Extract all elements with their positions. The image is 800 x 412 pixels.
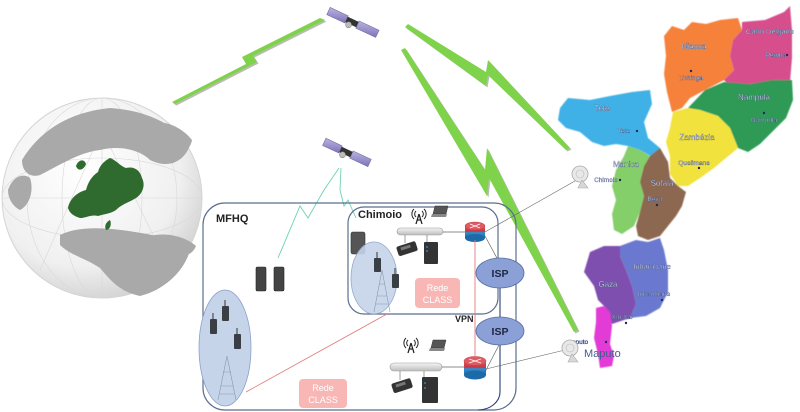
capital-markers <box>604 53 789 344</box>
label-quelimane: Quelimane <box>678 160 710 167</box>
globe-europe <box>1 97 203 299</box>
walkie-talkies-mfhq-icon <box>210 300 241 349</box>
isp-lower-label: ISP <box>492 326 509 338</box>
radio-tower-mfhq-icon <box>403 337 419 354</box>
rede-class-mfhq-line2: CLASS <box>308 395 338 405</box>
router-chimoio-icon <box>464 221 486 242</box>
rede-class-chimoio-line1: Rede <box>427 283 449 293</box>
province-sofala <box>636 148 686 240</box>
province-niassa <box>664 18 742 112</box>
laptop-icon <box>431 205 449 217</box>
isp-lower: ISP <box>475 316 525 346</box>
isp-upper-label: ISP <box>492 268 509 280</box>
radio-link <box>245 313 388 393</box>
wireless-link-chimoio <box>339 167 357 219</box>
mfhq-label: MFHQ <box>216 213 249 225</box>
rede-class-chimoio: Rede CLASS <box>415 278 460 308</box>
label-sofala: Sofala <box>651 179 674 188</box>
laptop-mfhq-icon <box>429 339 447 351</box>
label-zambezia: Zambézia <box>679 133 715 142</box>
router-mfhq-icon <box>463 356 487 380</box>
province-maputo <box>594 306 614 368</box>
label-gaza: Gaza <box>598 280 618 289</box>
label-manica: Manica <box>613 160 639 169</box>
label-xai-xai: Xai-Xai <box>612 314 633 321</box>
province-inhambane <box>620 238 668 318</box>
radio-cluster-chimoio <box>350 241 398 315</box>
province-gaza <box>584 246 636 324</box>
label-inhambane-province: Inhambane <box>633 262 671 271</box>
rede-class-mfhq: Rede CLASS <box>299 379 347 408</box>
wireless-link-mfhq <box>277 167 340 259</box>
province-cabo-delgado <box>724 6 792 86</box>
label-nampula-city: Nampula <box>751 117 777 124</box>
dish-chimoio-icon <box>571 165 589 189</box>
label-beira: Beira <box>647 196 663 203</box>
network-bus-mfhq <box>389 362 443 372</box>
link-maputo-dish <box>485 349 566 370</box>
label-maputo-capital: aputo <box>572 339 589 346</box>
province-zambezia <box>666 108 738 186</box>
isp-upper: ISP <box>475 257 525 289</box>
link-chimoio-dish <box>484 176 583 233</box>
cell-tower-icon <box>373 269 391 313</box>
label-lichinga: Lichinga <box>679 75 704 82</box>
dish-maputo-icon <box>561 339 579 363</box>
label-cabo-delgado: Cabo Delgado <box>746 27 794 36</box>
satellite-top-icon <box>326 7 380 38</box>
server-icon <box>424 242 438 264</box>
label-tete-city: Tete <box>618 128 631 135</box>
mfhq-container <box>202 202 517 411</box>
province-tete <box>558 90 660 158</box>
cell-tower-mfhq-icon <box>217 355 237 401</box>
rede-class-chimoio-line2: CLASS <box>423 295 453 305</box>
network-bus <box>396 227 444 236</box>
label-nampula-province: Nampula <box>738 93 771 102</box>
lightning-bolt-satellite-maputo <box>401 48 580 334</box>
radio-tower-icon <box>411 208 427 225</box>
desk-phone-mfhq-icon <box>391 378 413 393</box>
walkie-talkie-icon <box>374 252 399 288</box>
label-maputo: Maputo <box>584 348 621 360</box>
rede-class-mfhq-line1: Rede <box>312 383 334 393</box>
label-tete-province: Tete <box>594 104 610 113</box>
satellite-middle-icon <box>322 137 372 167</box>
label-chimoio: Chimoio <box>594 177 618 184</box>
province-manica <box>612 146 650 234</box>
label-niassa: Niassa <box>682 42 707 51</box>
server-mfhq-icon <box>422 377 438 403</box>
label-pemba: Pemba <box>766 52 787 59</box>
province-nampula <box>688 80 793 152</box>
lightning-bolt-satellite-chimoio <box>405 24 572 152</box>
vpn-label: VPN <box>455 314 474 324</box>
chimoio-label: Chimoio <box>358 209 402 221</box>
smartphones-icon <box>255 266 285 292</box>
label-inhambane-city: Inhambane <box>638 291 671 298</box>
desk-phone-icon <box>396 241 418 256</box>
mozambique-map <box>558 6 793 368</box>
lightning-bolt-globe-satellite <box>172 18 327 106</box>
